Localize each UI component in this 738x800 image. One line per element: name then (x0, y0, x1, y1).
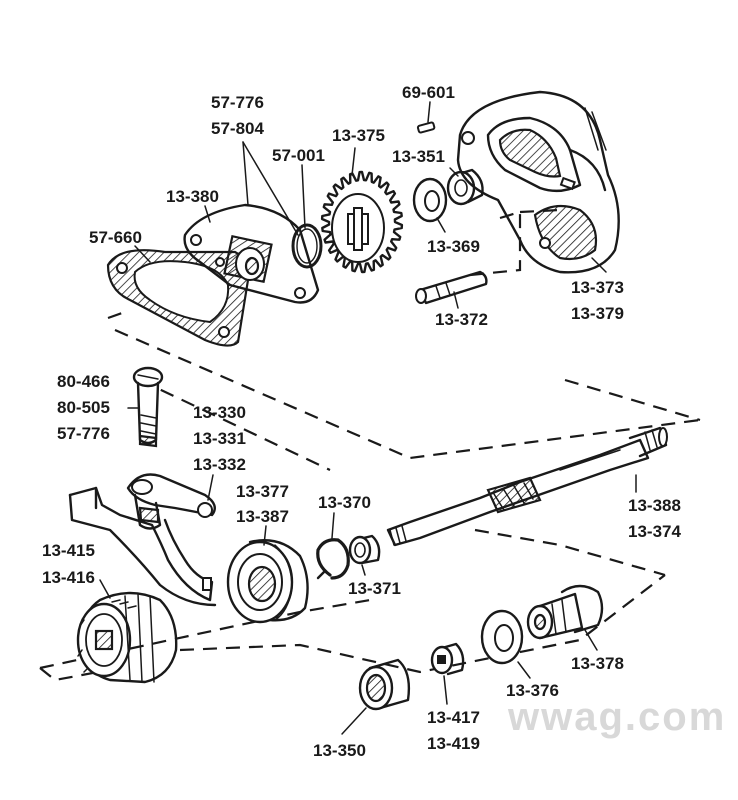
label-57-001: 57-001 (272, 146, 325, 165)
label-13-369: 13-369 (427, 237, 480, 256)
label-13-331: 13-331 (193, 429, 246, 448)
part-13-330-lever (126, 473, 216, 530)
part-13-378-end-gear (526, 584, 604, 640)
part-13-416-drive-gear (76, 591, 178, 684)
label-13-373: 13-373 (571, 278, 624, 297)
part-13-375-gear (320, 170, 404, 274)
part-13-417-bushing (430, 642, 465, 676)
part-13-376-washer (480, 609, 524, 665)
part-13-377-pulley (226, 539, 309, 624)
watermark: wwag.com (507, 695, 726, 739)
label-13-350: 13-350 (313, 741, 366, 760)
label-57-776-a: 57-776 (211, 93, 264, 112)
label-13-416: 13-416 (42, 568, 95, 587)
label-13-388: 13-388 (628, 496, 681, 515)
label-13-380: 13-380 (166, 187, 219, 206)
label-13-330: 13-330 (193, 403, 246, 422)
part-13-350-bearing (358, 658, 411, 711)
part-13-370-snap-ring (316, 538, 350, 580)
label-13-374: 13-374 (628, 522, 681, 541)
label-80-466: 80-466 (57, 372, 110, 391)
label-13-387: 13-387 (236, 507, 289, 526)
label-13-375: 13-375 (332, 126, 385, 145)
label-13-376: 13-376 (506, 681, 559, 700)
label-57-804: 57-804 (211, 119, 264, 138)
label-13-332: 13-332 (193, 455, 246, 474)
part-13-372-shaft (415, 270, 488, 305)
label-69-601: 69-601 (402, 83, 455, 102)
part-13-388-main-shaft (386, 426, 668, 547)
label-13-379: 13-379 (571, 304, 624, 323)
part-13-369-washer (412, 177, 448, 223)
part-13-415-fork (68, 486, 217, 607)
label-57-660: 57-660 (89, 228, 142, 247)
part-13-371-bushing (348, 534, 381, 565)
label-13-378: 13-378 (571, 654, 624, 673)
label-13-351: 13-351 (392, 147, 445, 166)
label-13-370: 13-370 (318, 493, 371, 512)
part-69-601-pin (416, 121, 436, 134)
label-13-372: 13-372 (435, 310, 488, 329)
label-13-419: 13-419 (427, 734, 480, 753)
part-57-001-o-ring (291, 223, 323, 269)
part-13-373-housing (456, 90, 620, 274)
part-80-466-bolt (132, 366, 164, 448)
part-57-660-gasket (106, 249, 250, 347)
leader-lines (99, 101, 637, 735)
label-13-417: 13-417 (427, 708, 480, 727)
part-13-351-bushing (446, 168, 484, 206)
part-labels: 57-776 57-804 57-001 13-375 69-601 13-35… (42, 83, 681, 760)
label-80-505: 80-505 (57, 398, 110, 417)
label-13-371: 13-371 (348, 579, 401, 598)
part-13-380-cover-plate (183, 203, 320, 304)
label-13-377: 13-377 (236, 482, 289, 501)
label-13-415: 13-415 (42, 541, 95, 560)
label-57-776-b: 57-776 (57, 424, 110, 443)
